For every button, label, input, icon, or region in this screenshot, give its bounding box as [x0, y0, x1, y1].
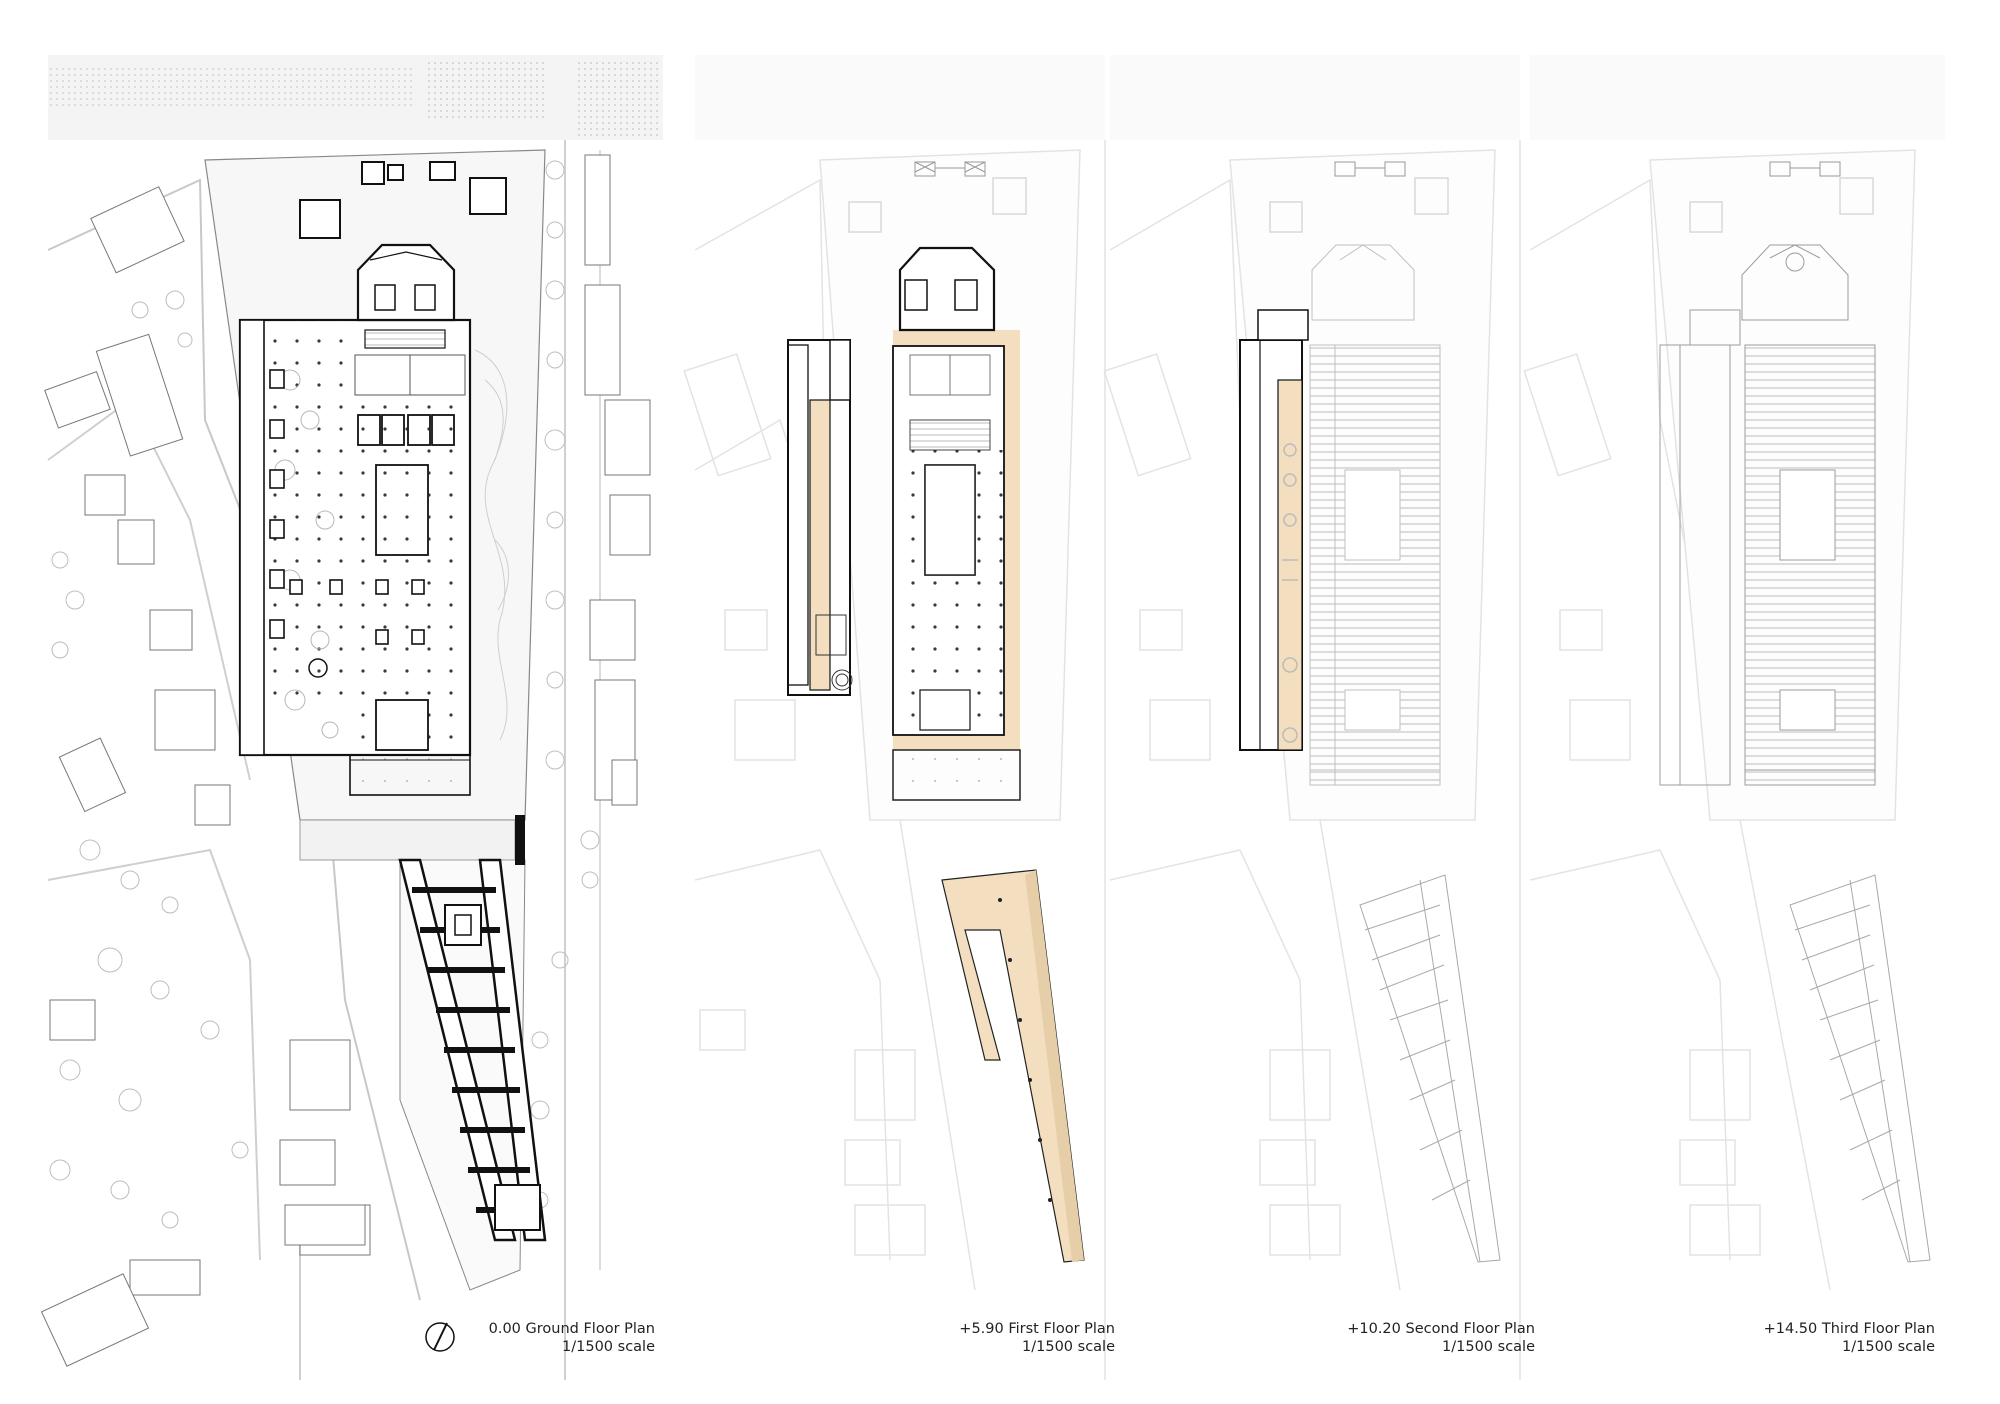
third-floor-title: +14.50 Third Floor Plan: [1763, 1321, 1935, 1337]
third-floor-scale: 1/1500 scale: [1842, 1339, 1935, 1355]
first-floor-scale: 1/1500 scale: [1022, 1339, 1115, 1355]
first-floor-south-wing: [941, 869, 1085, 1263]
second-floor-title: +10.20 Second Floor Plan: [1347, 1321, 1535, 1337]
context-building: [90, 186, 185, 274]
third-floor-caption: +14.50 Third Floor Plan 1/1500 scale: [1705, 1320, 1935, 1356]
highlight-circulation: [893, 330, 1020, 750]
ground-floor-building: [238, 243, 472, 796]
highlight-circulation: [1277, 379, 1303, 751]
second-floor-panel: [1103, 55, 1521, 1380]
ground-floor-scale: 1/1500 scale: [562, 1339, 655, 1355]
first-floor-caption: +5.90 First Floor Plan 1/1500 scale: [890, 1320, 1115, 1356]
first-floor-title: +5.90 First Floor Plan: [959, 1321, 1115, 1337]
second-floor-scale: 1/1500 scale: [1442, 1339, 1535, 1355]
ground-floor-south-wing: [398, 858, 547, 1242]
ground-floor-caption: 0.00 Ground Floor Plan 1/1500 scale: [430, 1320, 655, 1356]
north-arrow-icon: [425, 1322, 455, 1352]
ground-floor-panel: [40, 55, 663, 1380]
third-floor-panel: [1523, 55, 1945, 1291]
first-floor-panel: [683, 55, 1106, 1380]
ground-floor-title: 0.00 Ground Floor Plan: [488, 1321, 655, 1337]
second-floor-caption: +10.20 Second Floor Plan 1/1500 scale: [1290, 1320, 1535, 1356]
third-floor-building: [1659, 244, 1876, 786]
